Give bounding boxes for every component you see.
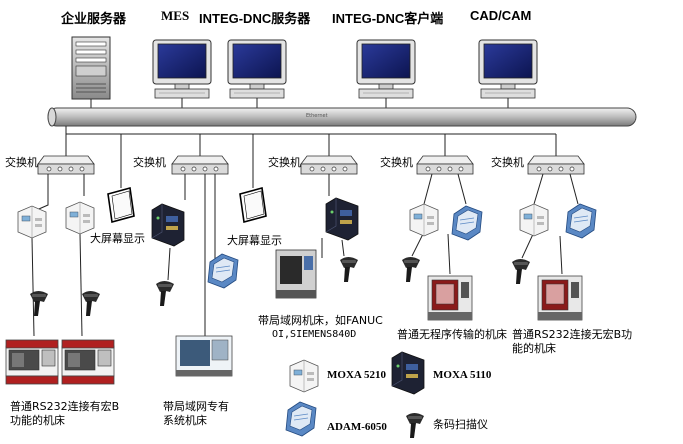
moxa-5110-g3-icon (325, 197, 359, 241)
scanner-g2-icon (156, 281, 174, 306)
label-mes: MES (161, 8, 190, 23)
mes-computer-icon (152, 39, 212, 99)
label-dnc-server: INTEG-DNC服务器 (199, 11, 311, 26)
switch-5-icon (527, 155, 585, 175)
switch-3-icon (300, 155, 358, 175)
adam-6050-g5-icon (565, 203, 597, 239)
vmc-g4-icon (427, 275, 473, 321)
label-cad-cam: CAD/CAM (470, 8, 532, 23)
legend-moxa-5110-icon (391, 351, 425, 395)
label-big-screen-2: 大屏幕显示 (227, 234, 282, 247)
cad-cam-computer-icon (478, 39, 538, 99)
moxa-5210-g4-icon (409, 203, 439, 237)
legend-moxa-5210-icon (289, 359, 319, 393)
caption-group-4: 普通无程序传输的机床 (397, 328, 507, 341)
legend-label-moxa-5210: MOXA 5210 (327, 369, 386, 381)
big-screen-2-icon (239, 187, 267, 223)
scanner-g3-icon (340, 257, 358, 282)
label-switch-2: 交换机 (133, 156, 166, 169)
switch-2-icon (171, 155, 229, 175)
moxa-5110-g2-icon (151, 203, 185, 247)
label-switch-3: 交换机 (268, 156, 301, 169)
moxa-5210-g1a-icon (17, 205, 47, 239)
label-switch-4: 交换机 (380, 156, 413, 169)
label-switch-1: 交换机 (5, 156, 38, 169)
label-ethernet: Ethernet (306, 113, 328, 119)
legend-scanner-icon (406, 413, 424, 438)
scanner-g5-icon (512, 259, 530, 284)
dnc-client-computer-icon (356, 39, 416, 99)
legend-label-scanner: 条码扫描仪 (433, 418, 488, 431)
legend-adam-6050-icon (285, 401, 317, 437)
caption-group-2: 带局域网专有系统机床 (163, 400, 229, 427)
enterprise-server-icon (71, 36, 111, 100)
caption-group-3-line-1: 带局域网机床，如FANUC (258, 314, 383, 327)
legend-label-adam-6050: ADAM-6050 (327, 421, 387, 433)
moxa-5210-g5-icon (519, 203, 549, 237)
lan-machine-g2-icon (175, 335, 233, 377)
label-big-screen-1: 大屏幕显示 (90, 232, 145, 245)
scanner-g1a-icon (30, 291, 48, 316)
switch-4-icon (416, 155, 474, 175)
legend-label-moxa-5110: MOXA 5110 (433, 369, 492, 381)
switch-1-icon (37, 155, 95, 175)
lan-machine-g3-icon (275, 249, 317, 299)
label-dnc-client: INTEG-DNC客户端 (332, 11, 444, 26)
lathe-g1a-icon (5, 339, 59, 385)
caption-group-1: 普通RS232连接有宏B功能的机床 (10, 400, 120, 427)
scanner-g1b-icon (82, 291, 100, 316)
big-screen-1-icon (107, 187, 135, 223)
adam-6050-g4-icon (451, 205, 483, 241)
ethernet-bus (47, 107, 637, 127)
caption-group-3-line-2: OI,SIEMENS840D (272, 329, 357, 340)
dnc-server-computer-icon (227, 39, 287, 99)
label-switch-5: 交换机 (491, 156, 524, 169)
scanner-g4-icon (402, 257, 420, 282)
label-enterprise-server: 企业服务器 (61, 11, 127, 26)
vmc-g5-icon (537, 275, 583, 321)
caption-group-5: 普通RS232连接无宏B功能的机床 (512, 328, 633, 355)
adam-6050-g2-icon (207, 253, 239, 289)
lathe-g1b-icon (61, 339, 115, 385)
